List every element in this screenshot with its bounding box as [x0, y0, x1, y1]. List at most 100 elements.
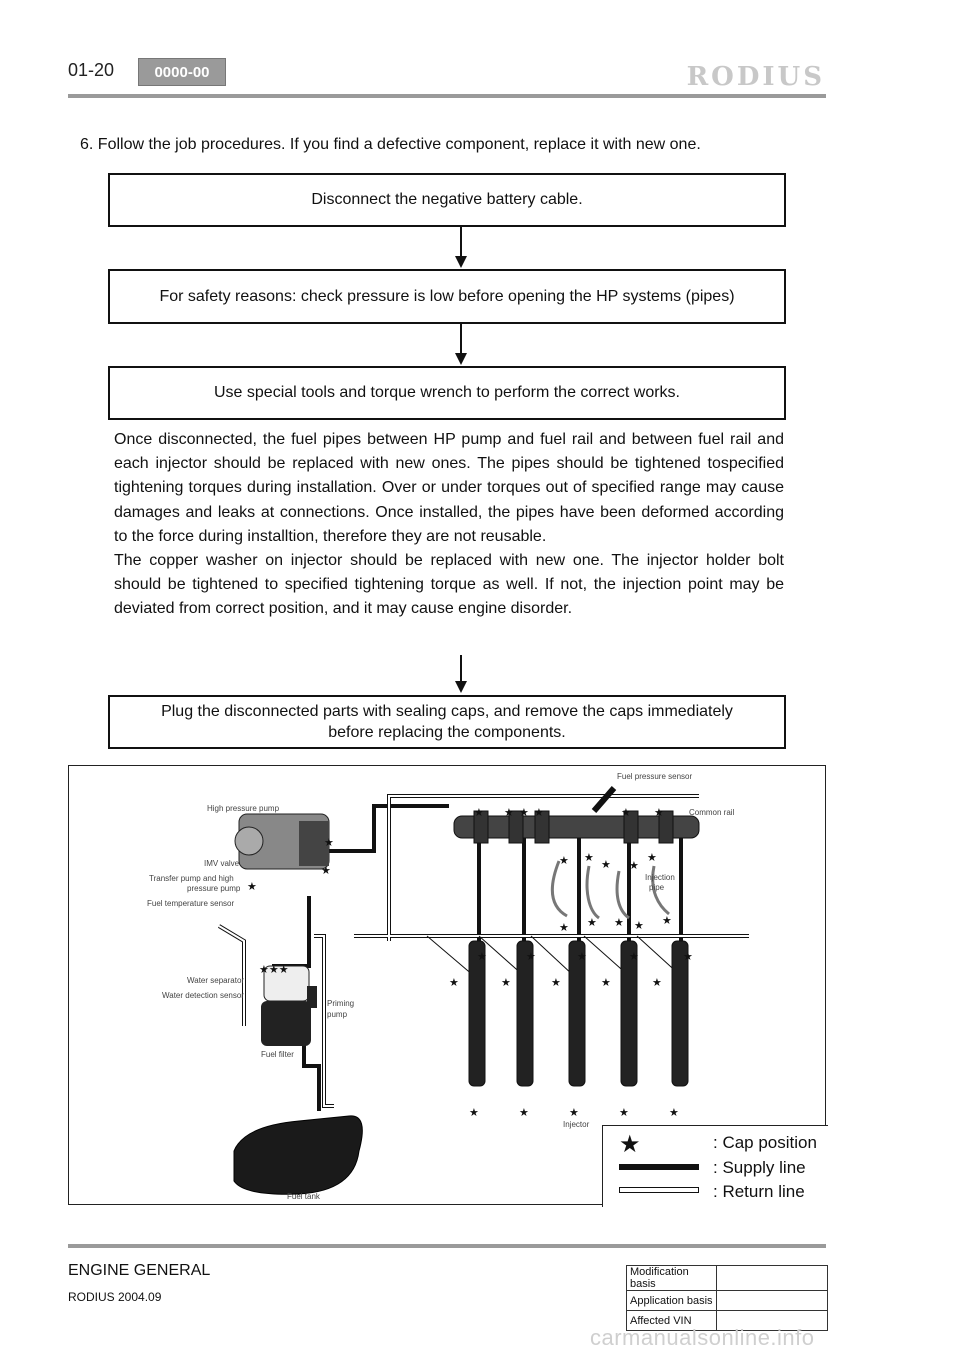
application-basis-value: [716, 1290, 828, 1311]
label-priming-pump-line1: Priming: [327, 999, 355, 1008]
paragraph-washer: The copper washer on injector should be …: [114, 552, 784, 618]
star-icon: ★: [619, 1131, 641, 1158]
label-fuel-filter: Fuel filter: [261, 1050, 294, 1059]
application-basis-label: Application basis: [626, 1290, 717, 1311]
arrow-head-icon: [455, 256, 467, 268]
arrow-head-icon: [455, 681, 467, 693]
flow-box-sealing-caps: Plug the disconnected parts with sealing…: [108, 695, 786, 749]
svg-text:★: ★: [629, 950, 639, 963]
label-transfer-pump-line1: Transfer pump and high: [149, 874, 234, 883]
legend-supply-line: : Supply line: [713, 1158, 806, 1177]
high-pressure-pump-icon: [234, 813, 330, 870]
label-imv-valve: IMV valve: [204, 859, 240, 868]
brand-logo: RODIUS: [686, 62, 825, 92]
svg-text:★: ★: [601, 858, 611, 871]
svg-text:★: ★: [526, 950, 536, 963]
svg-text:★: ★: [577, 950, 587, 963]
svg-text:★: ★: [652, 976, 662, 989]
return-line-swatch: [619, 1187, 699, 1193]
svg-text:★: ★: [551, 976, 561, 989]
flow-box-text-line2: before replacing the components.: [328, 724, 566, 741]
svg-text:★: ★: [569, 1106, 579, 1119]
label-water-detection-sensor: Water detection sensor: [162, 991, 244, 1000]
flow-arrow: [460, 324, 462, 354]
svg-text:★: ★: [634, 919, 644, 932]
svg-text:★: ★: [519, 806, 529, 819]
footer-rule: [68, 1244, 826, 1248]
injectors-icon: [468, 940, 689, 1087]
supply-line-swatch: [619, 1164, 699, 1170]
svg-text:★★★: ★★★: [259, 963, 289, 976]
svg-text:★: ★: [621, 806, 631, 819]
label-injection-pipe-line1: Injection: [645, 873, 675, 882]
svg-text:★: ★: [504, 806, 514, 819]
legend-cap-position: : Cap position: [713, 1133, 817, 1152]
fuel-pressure-sensor-icon: [591, 786, 617, 813]
svg-text:★: ★: [619, 1106, 629, 1119]
affected-vin-value: [716, 1310, 828, 1331]
fuel-filter-icon: [261, 965, 311, 1046]
footer-section-title: ENGINE GENERAL: [68, 1262, 211, 1279]
flow-box-disconnect-battery: Disconnect the negative battery cable.: [108, 173, 786, 227]
flow-box-text-line1: Plug the disconnected parts with sealing…: [161, 703, 733, 720]
svg-text:★: ★: [587, 916, 597, 929]
flow-box-check-pressure: For safety reasons: check pressure is lo…: [108, 269, 786, 324]
modification-table: Modification basis Application basis Aff…: [626, 1265, 828, 1331]
header-rule: [68, 94, 826, 98]
footer-model-date: RODIUS 2004.09: [68, 1290, 162, 1304]
step-instruction: 6. Follow the job procedures. If you fin…: [80, 136, 701, 153]
svg-text:★: ★: [474, 806, 484, 819]
svg-text:★: ★: [501, 976, 511, 989]
legend-return-line: : Return line: [713, 1182, 805, 1201]
svg-text:★: ★: [669, 1106, 679, 1119]
label-high-pressure-pump: High pressure pump: [207, 804, 280, 813]
procedure-paragraph: Once disconnected, the fuel pipes betwee…: [114, 428, 784, 622]
svg-text:★: ★: [324, 836, 334, 849]
svg-text:★: ★: [683, 950, 693, 963]
watermark-link[interactable]: carmanualsonline.info: [590, 1325, 815, 1350]
label-fuel-pressure-sensor: Fuel pressure sensor: [617, 772, 693, 781]
svg-text:★: ★: [534, 806, 544, 819]
supply-line-pump-rail: [324, 804, 449, 853]
svg-text:★: ★: [662, 914, 672, 927]
label-fuel-tank: Fuel tank: [287, 1192, 320, 1201]
label-injection-pipe-line2: pipe: [649, 883, 665, 892]
affected-vin-label: Affected VIN: [626, 1310, 717, 1331]
flow-box-text: For safety reasons: check pressure is lo…: [159, 287, 735, 305]
svg-text:★: ★: [477, 950, 487, 963]
label-water-separator: Water separator: [187, 976, 245, 985]
label-common-rail: Common rail: [689, 808, 735, 817]
fuel-system-diagram: ★★★★ ★★ ★★★ ★★★ ★★★★★ ★★★★★ ★★★★★ ★★★★★ …: [68, 765, 826, 1205]
svg-text:★: ★: [601, 976, 611, 989]
flow-box-text: Disconnect the negative battery cable.: [311, 191, 583, 208]
flow-box-special-tools: Use special tools and torque wrench to p…: [108, 366, 786, 420]
arrow-head-icon: [455, 353, 467, 365]
svg-text:★: ★: [321, 864, 331, 877]
flow-box-text: Use special tools and torque wrench to p…: [214, 384, 680, 401]
svg-text:★: ★: [629, 859, 639, 872]
svg-text:★: ★: [469, 1106, 479, 1119]
fuel-system-svg: ★★★★ ★★ ★★★ ★★★ ★★★★★ ★★★★★ ★★★★★ ★★★★★ …: [217, 786, 749, 1195]
label-fuel-temperature-sensor: Fuel temperature sensor: [147, 899, 235, 908]
fuel-tank-icon: [233, 1115, 363, 1195]
paragraph-pipes: Once disconnected, the fuel pipes betwee…: [114, 431, 784, 545]
label-injector: Injector: [563, 1120, 590, 1129]
svg-text:★: ★: [559, 921, 569, 934]
svg-text:★: ★: [614, 916, 624, 929]
diagram-legend: ★ : Cap position : Supply line : Return …: [602, 1125, 828, 1207]
svg-text:★: ★: [247, 880, 257, 893]
modification-basis-value: [716, 1265, 828, 1291]
priming-pump-icon: [307, 986, 317, 1008]
svg-text:★: ★: [449, 976, 459, 989]
svg-text:★: ★: [519, 1106, 529, 1119]
svg-text:★: ★: [647, 851, 657, 864]
svg-text:★: ★: [559, 854, 569, 867]
flow-arrow: [460, 227, 462, 257]
section-code-badge: 0000-00: [138, 58, 226, 86]
svg-text:★: ★: [584, 851, 594, 864]
page-number: 01-20: [68, 60, 115, 80]
svg-text:★: ★: [654, 806, 664, 819]
label-transfer-pump-line2: pressure pump: [187, 884, 241, 893]
modification-basis-label: Modification basis: [626, 1265, 717, 1291]
flow-arrow: [460, 655, 462, 682]
